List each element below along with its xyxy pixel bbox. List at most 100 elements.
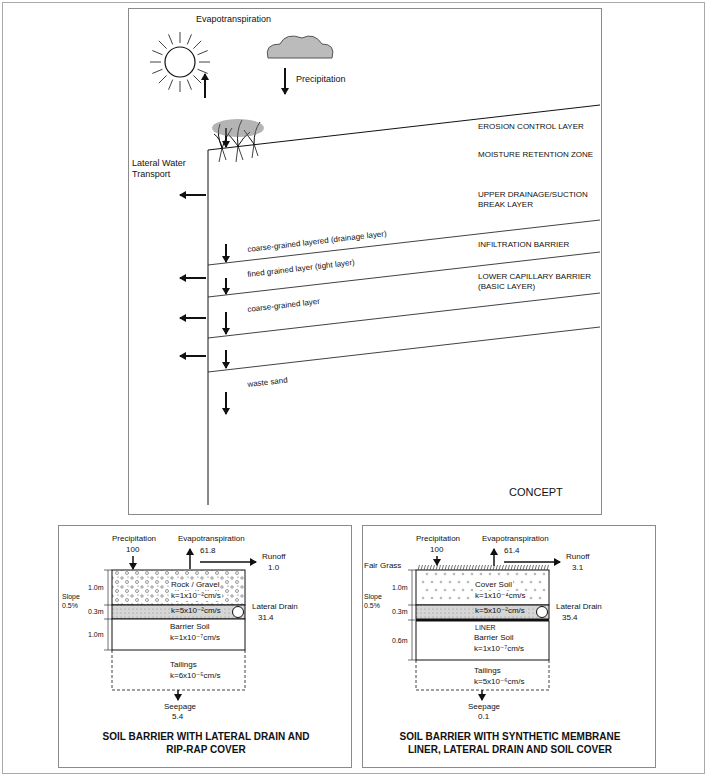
- sun-ray: [193, 75, 201, 83]
- soil-grain: [422, 597, 424, 599]
- soil-grain: [530, 597, 532, 599]
- grass-blade: [439, 565, 441, 570]
- grass-blade: [520, 565, 522, 570]
- label: k=1x10⁻²cm/s: [170, 591, 222, 601]
- grass-blade: [469, 565, 471, 570]
- label: Precipitation: [296, 74, 346, 85]
- grass-blade: [427, 565, 429, 570]
- label: 100: [126, 545, 139, 555]
- soil-grain: [534, 573, 536, 575]
- soil-grain: [449, 581, 451, 583]
- label: 0.1: [478, 712, 489, 722]
- sun-ray: [159, 75, 167, 83]
- sun-ray: [193, 41, 201, 49]
- grass-blade: [493, 565, 495, 570]
- label: 5.4: [172, 712, 183, 722]
- sun-ray: [180, 81, 181, 92]
- label: k=6x10⁻⁵cm/s: [170, 671, 220, 681]
- sun-ray: [199, 62, 210, 63]
- soil-grain: [449, 597, 451, 599]
- label: waste sand: [247, 375, 288, 390]
- soil-grain: [543, 573, 545, 575]
- grass-blade: [484, 565, 486, 570]
- grass-blade: [496, 565, 498, 570]
- grass-blade: [535, 565, 537, 570]
- grass-blade: [490, 565, 492, 570]
- soil-grain: [422, 581, 424, 583]
- sun-ray: [150, 62, 161, 63]
- soil-grain: [458, 581, 460, 583]
- label: Seepage: [468, 702, 500, 712]
- label: k=1x10⁻⁷cm/s: [170, 633, 220, 643]
- soil-grain: [431, 581, 433, 583]
- right-cover-section: [408, 549, 560, 700]
- label: EROSION CONTROL LAYER: [478, 122, 584, 132]
- soil-grain: [426, 589, 428, 591]
- grass-blade: [529, 565, 531, 570]
- soil-grain: [467, 597, 469, 599]
- sun-ray: [198, 69, 208, 73]
- label: k=1x10⁻⁷cm/s: [474, 644, 524, 654]
- panel-caption: CONCEPT: [509, 485, 563, 499]
- grass-blade: [454, 565, 456, 570]
- grass-blade: [478, 565, 480, 570]
- label: 1.0m: [88, 583, 104, 592]
- grass-blade: [433, 565, 435, 570]
- label: 61.4: [504, 546, 520, 556]
- label: INFILTRATION BARRIER: [478, 240, 569, 250]
- grass-blade: [436, 565, 438, 570]
- soil-grain: [435, 573, 437, 575]
- label: 0.3m: [88, 607, 104, 616]
- label: 1.0m: [392, 583, 408, 592]
- label: Slope: [62, 592, 80, 601]
- soil-grain: [453, 589, 455, 591]
- soil-grain: [467, 581, 469, 583]
- sun-ray: [169, 34, 173, 44]
- grass-blade: [475, 565, 477, 570]
- label: 0.3m: [392, 607, 408, 616]
- label: k=5x10⁻²cm/s: [170, 606, 222, 616]
- label: Barrier Soil: [170, 622, 210, 632]
- panel-caption: SOIL BARRIER WITH SYNTHETIC MEMBRANE LIN…: [390, 730, 630, 756]
- soil-grain: [530, 581, 532, 583]
- label: MOISTURE RETENTION ZONE: [478, 150, 596, 160]
- label: Slope: [364, 592, 382, 601]
- label: Tailings: [170, 660, 197, 670]
- label: Seepage: [164, 702, 196, 712]
- sun-ray: [159, 41, 167, 49]
- label: 100: [430, 545, 443, 555]
- grass-blade: [511, 565, 513, 570]
- soil-grain: [453, 573, 455, 575]
- grass-blade: [547, 565, 549, 570]
- soil-grain: [462, 573, 464, 575]
- label: 61.8: [200, 546, 216, 556]
- label: Fair Grass: [364, 561, 401, 571]
- soil-grain: [521, 581, 523, 583]
- label: Lateral Drain: [252, 602, 298, 612]
- grass-blade: [481, 565, 483, 570]
- grass-blade: [517, 565, 519, 570]
- grass-blade: [418, 565, 420, 570]
- sun-ray: [180, 32, 181, 43]
- grass-blade: [457, 565, 459, 570]
- soil-grain: [534, 589, 536, 591]
- soil-grain: [440, 597, 442, 599]
- soil-grain: [507, 573, 509, 575]
- concept-illustration: [150, 32, 600, 505]
- soil-grain: [498, 573, 500, 575]
- grass-blade: [508, 565, 510, 570]
- label: k=5x10⁻²cm/s: [474, 606, 526, 616]
- label: 1.0: [268, 563, 279, 573]
- soil-grain: [480, 573, 482, 575]
- grass-blade: [538, 565, 540, 570]
- left-cover-section: [104, 549, 256, 700]
- sun-ray: [152, 51, 162, 55]
- label: Tailings: [474, 666, 501, 676]
- soil-grain: [444, 573, 446, 575]
- soil-grain: [543, 589, 545, 591]
- label: k=1x10⁻⁴cm/s: [474, 591, 527, 601]
- label: Evapotranspiration: [482, 534, 549, 544]
- sun-ray: [169, 80, 173, 90]
- label: Rock / Gravel: [170, 580, 220, 590]
- label: 0.6m: [392, 636, 408, 645]
